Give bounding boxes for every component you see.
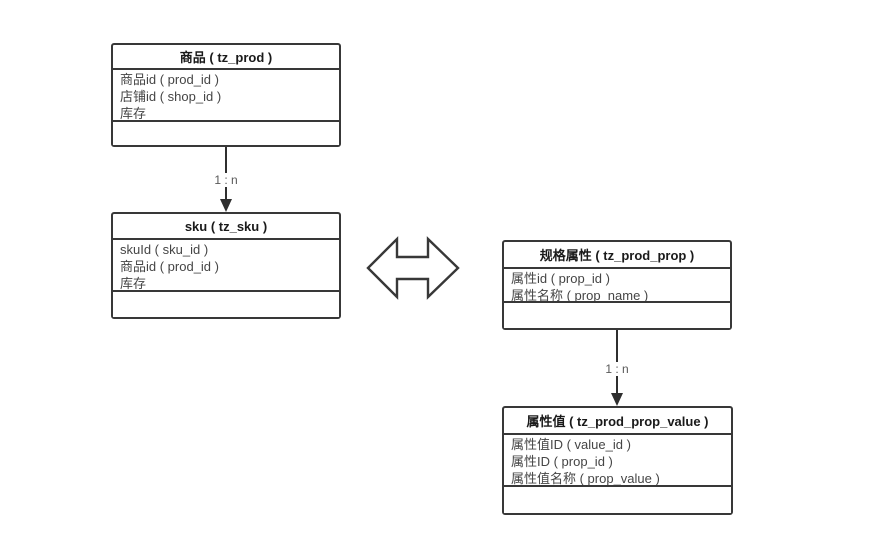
entity-empty-section — [113, 292, 339, 317]
entity-sku-fields: skuId ( sku_id ) 商品id ( prod_id ) 库存 — [113, 240, 339, 292]
entity-prod-prop-fields: 属性id ( prop_id ) 属性名称 ( prop_name ) — [504, 269, 730, 303]
entity-field: 属性id ( prop_id ) — [511, 271, 610, 286]
bidirectional-arrow-icon — [366, 236, 460, 300]
connector-prop-value-arrowhead-icon — [611, 393, 623, 406]
entity-prod-prop: 规格属性 ( tz_prod_prop ) 属性id ( prop_id ) 属… — [502, 240, 732, 330]
entity-prod-title: 商品 ( tz_prod ) — [113, 45, 339, 70]
entity-field: 店铺id ( shop_id ) — [120, 89, 222, 104]
entity-prod: 商品 ( tz_prod ) 商品id ( prod_id ) 店铺id ( s… — [111, 43, 341, 147]
connector-prod-sku-label: 1 : n — [211, 173, 241, 187]
entity-sku: sku ( tz_sku ) skuId ( sku_id ) 商品id ( p… — [111, 212, 341, 319]
entity-prod-prop-value: 属性值 ( tz_prod_prop_value ) 属性值ID ( value… — [502, 406, 733, 515]
entity-empty-section — [113, 122, 339, 145]
entity-field: 库存 — [120, 276, 147, 291]
entity-prod-prop-title: 规格属性 ( tz_prod_prop ) — [504, 242, 730, 269]
entity-field: 库存 — [120, 106, 147, 121]
entity-field: 商品id ( prod_id ) — [120, 259, 219, 274]
entity-field: 属性名称 ( prop_name ) — [511, 288, 649, 303]
entity-field: 属性ID ( prop_id ) — [511, 454, 613, 469]
entity-prod-prop-value-title: 属性值 ( tz_prod_prop_value ) — [504, 408, 731, 435]
entity-prod-prop-value-fields: 属性值ID ( value_id ) 属性ID ( prop_id ) 属性值名… — [504, 435, 731, 487]
entity-field: 商品id ( prod_id ) — [120, 72, 219, 87]
entity-field: 属性值ID ( value_id ) — [511, 437, 631, 452]
connector-prod-sku-arrowhead-icon — [220, 199, 232, 212]
entity-prod-fields: 商品id ( prod_id ) 店铺id ( shop_id ) 库存 — [113, 70, 339, 122]
entity-field: 属性值名称 ( prop_value ) — [511, 471, 660, 486]
entity-sku-title: sku ( tz_sku ) — [113, 214, 339, 240]
entity-empty-section — [504, 303, 730, 328]
connector-prop-value-label: 1 : n — [602, 362, 632, 376]
entity-empty-section — [504, 487, 731, 513]
entity-field: skuId ( sku_id ) — [120, 242, 209, 257]
